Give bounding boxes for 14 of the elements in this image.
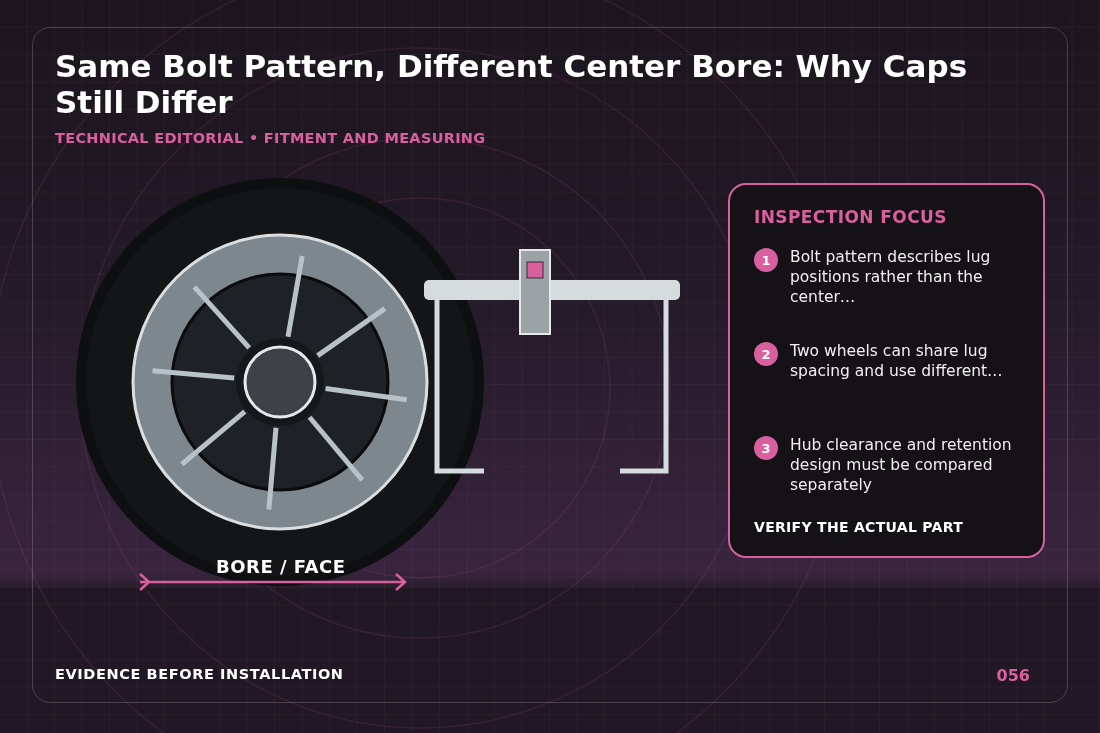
number-badge: 3 xyxy=(754,436,778,460)
measurement-label: BORE / FACE xyxy=(216,556,346,577)
subtitle: TECHNICAL EDITORIAL • FITMENT AND MEASURING xyxy=(55,130,486,146)
item-text: Hub clearance and retention design must be compared separately xyxy=(790,435,1013,495)
item-text: Bolt pattern describes lug positions rather than the center… xyxy=(790,247,992,307)
number-badge: 2 xyxy=(754,342,778,366)
footer-text: EVIDENCE BEFORE INSTALLATION xyxy=(55,666,344,682)
panel-footer-note: VERIFY THE ACTUAL PART xyxy=(754,519,963,535)
item-text: Two wheels can share lug spacing and use different… xyxy=(790,341,1004,381)
panel-heading: INSPECTION FOCUS xyxy=(754,207,947,227)
inspection-panel xyxy=(728,183,1045,558)
page-number: 056 xyxy=(996,666,1030,685)
title: Same Bolt Pattern, Different Center Bore: Why Caps Still Differ xyxy=(55,48,969,120)
number-badge: 1 xyxy=(754,248,778,272)
